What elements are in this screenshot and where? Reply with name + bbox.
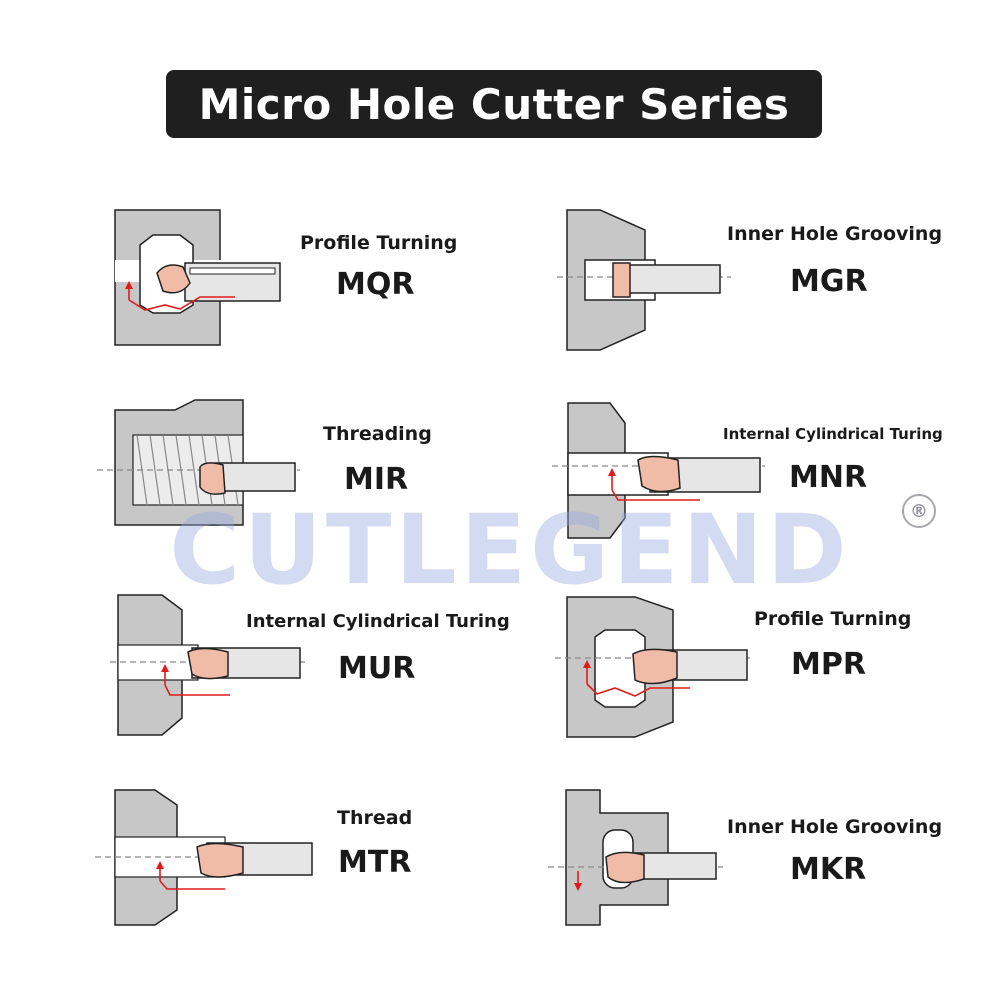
tool-2-operation: Inner Hole Grooving	[727, 223, 943, 245]
tool-6-code: MPR	[791, 647, 866, 682]
tool-5-operation: Internal Cylindrical Turing	[246, 611, 510, 632]
tool-1-operation: Profile Turning	[300, 232, 458, 254]
tool-1-code: MQR	[336, 267, 415, 302]
tool-4-operation: Internal Cylindrical Turing	[723, 425, 943, 443]
tool-6-operation: Profile Turning	[754, 608, 912, 630]
diagram-mtr	[95, 789, 315, 926]
diagram-mgr	[557, 209, 731, 351]
tool-8-operation: Inner Hole Grooving	[727, 816, 943, 838]
tool-5-code: MUR	[338, 651, 416, 686]
diagram-mpr	[555, 596, 750, 738]
diagram-mir	[97, 399, 300, 526]
tool-4-code: MNR	[789, 460, 868, 495]
tool-3-operation: Threading	[323, 423, 432, 445]
tool-8-code: MKR	[790, 852, 867, 887]
registered-mark: ®	[902, 494, 936, 528]
tool-7-code: MTR	[338, 845, 412, 880]
page-title: Micro Hole Cutter Series	[198, 79, 790, 129]
diagram-mkr	[548, 789, 723, 926]
diagram-mnr	[552, 402, 765, 539]
tool-2-code: MGR	[790, 264, 868, 299]
title-banner: Micro Hole Cutter Series	[166, 70, 822, 138]
diagram-mur	[110, 594, 305, 736]
tool-7-operation: Thread	[337, 807, 413, 829]
tool-3-code: MIR	[344, 462, 409, 497]
diagram-mqr	[114, 209, 281, 346]
